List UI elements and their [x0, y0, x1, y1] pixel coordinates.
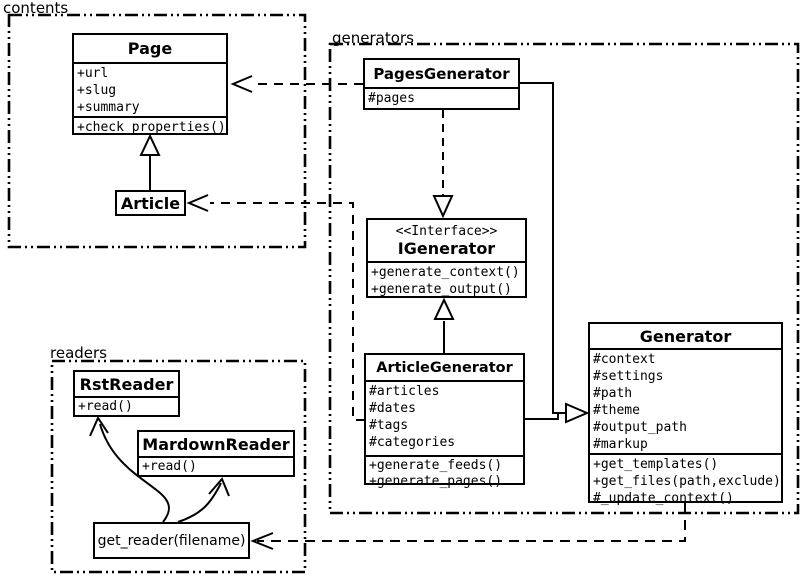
class-articlegenerator: ArticleGenerator #articles #dates #tags … [364, 353, 525, 489]
dependency-articlegenerator-to-article [186, 194, 365, 421]
attribute: #settings [593, 369, 664, 384]
class-article: Article [115, 190, 186, 216]
package-border-contents [7, 13, 307, 249]
attribute: #categories [369, 435, 456, 450]
class-rstreader: RstReader +read() [73, 370, 180, 417]
method: +generate_context() [371, 265, 520, 280]
generalization-articlegenerator-to-generator [525, 402, 590, 424]
methods-compartment: +generate_feeds() +generate_pages() [366, 455, 523, 490]
attribute: +slug [77, 83, 117, 98]
attribute: #articles [369, 384, 440, 399]
attribute: #output_path [593, 420, 687, 435]
method: +check_properties() [77, 120, 226, 135]
dependency-generator-to-getreader [250, 503, 686, 550]
class-title: Generator [639, 326, 732, 346]
method: +generate_output() [371, 282, 512, 297]
attributes-compartment: #articles #dates #tags #categories [366, 380, 523, 455]
attribute: #path [593, 386, 633, 401]
attributes-compartment: #context #settings #path #theme #output_… [590, 348, 781, 453]
method: +generate_feeds() [369, 458, 503, 473]
attributes-compartment: +url +slug +summary [74, 62, 226, 116]
class-pagesgenerator: PagesGenerator #pages [363, 58, 520, 110]
attribute: #theme [593, 403, 640, 418]
function-get-reader: get_reader(filename) [93, 522, 250, 559]
association-getreader-to-mardownreader [177, 477, 230, 523]
class-title: RstReader [79, 374, 174, 394]
method: #_update_context() [593, 491, 734, 506]
methods-compartment: +read() [75, 396, 178, 415]
attribute: #dates [369, 401, 416, 416]
package-label-readers: readers [50, 344, 107, 362]
package-label-contents: contents [3, 0, 69, 17]
methods-compartment: +generate_context() +generate_output() [368, 261, 525, 298]
method: +get_templates() [593, 457, 719, 472]
attribute: #context [593, 352, 656, 367]
package-border-readers [50, 359, 307, 574]
methods-compartment: +read() [139, 456, 293, 475]
attribute: #pages [368, 91, 415, 106]
methods-compartment: +check_properties() [74, 116, 226, 136]
class-title: PagesGenerator [373, 64, 510, 83]
class-page: Page +url +slug +summary +check_properti… [72, 33, 228, 135]
class-title: ArticleGenerator [376, 359, 513, 376]
class-mardownreader: MardownReader +read() [137, 430, 295, 477]
association-getreader-to-rstreader [89, 415, 170, 523]
class-title: IGenerator [397, 238, 496, 258]
package-label-generators: generators [332, 29, 414, 47]
attribute: +summary [77, 100, 140, 115]
method: +generate_pages() [369, 474, 503, 489]
stereotype: <<Interface>> [395, 223, 498, 239]
generalization-article-to-page [139, 133, 161, 190]
methods-compartment: +get_templates() +get_files(path,exclude… [590, 453, 781, 507]
attribute: #tags [369, 418, 409, 433]
class-title-block: <<Interface>> IGenerator [368, 220, 525, 261]
method: +read() [78, 399, 133, 414]
attributes-compartment: #pages [365, 87, 518, 108]
method: +get_files(path,exclude) [593, 474, 781, 489]
attribute: #markup [593, 437, 648, 452]
package-border-generators [328, 42, 800, 515]
dependency-pagesgenerator-to-page [230, 75, 363, 93]
interface-igenerator: <<Interface>> IGenerator +generate_conte… [366, 218, 527, 298]
class-title: Page [127, 39, 173, 58]
class-title: MardownReader [142, 434, 290, 454]
class-generator: Generator #context #settings #path #them… [588, 322, 783, 506]
attribute: +url [77, 66, 109, 81]
generalization-articlegenerator-to-igenerator [433, 297, 455, 353]
method: +read() [142, 459, 197, 474]
realization-pagesgenerator-to-igenerator [432, 110, 454, 219]
class-title: Article [120, 193, 181, 213]
